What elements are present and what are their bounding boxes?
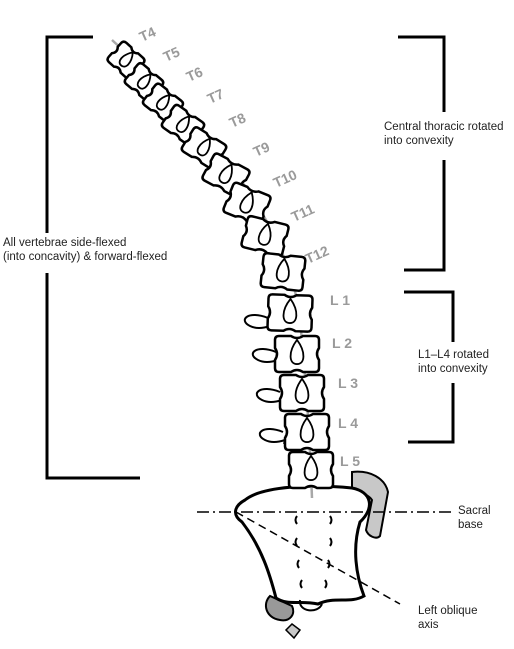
vertebra-label: L 2 <box>332 335 352 351</box>
all-vertebrae-annotation: All vertebrae side-flexed (into concavit… <box>3 237 168 263</box>
sacrum <box>234 470 390 640</box>
vertebra <box>283 412 331 452</box>
rotation-arrow-l4 <box>258 428 286 443</box>
vertebra-label: T11 <box>289 201 317 225</box>
vertebrae <box>106 40 335 490</box>
sacrum-body <box>234 484 371 606</box>
coccyx <box>298 599 323 612</box>
vertebra <box>240 214 290 258</box>
vertebra <box>259 252 307 292</box>
vertebra-label: L 1 <box>330 292 350 308</box>
spinous-process <box>175 115 190 133</box>
vertebra-label: T10 <box>271 166 300 191</box>
right-lower-bracket <box>404 290 455 444</box>
vertebra-label: T8 <box>227 109 249 130</box>
sacrum-wing-left <box>264 594 295 622</box>
spinous-process <box>196 137 211 157</box>
vertebra-label: L 3 <box>338 375 358 391</box>
vertebra-label: T9 <box>251 138 273 159</box>
lumbar-rotation-annotation: L1–L4 rotated into convexity <box>418 349 489 375</box>
rotation-arrows <box>243 314 286 443</box>
central-thoracic-annotation: Central thoracic rotated into convexity <box>384 121 504 147</box>
spinous-process <box>275 257 290 283</box>
spinous-process <box>299 416 315 443</box>
vertebra-label: T7 <box>205 85 227 106</box>
left-oblique-axis-annotation: Left oblique axis <box>418 605 478 631</box>
spinous-process <box>118 51 134 68</box>
left-oblique-axis-line <box>235 511 401 605</box>
vertebra <box>266 293 314 333</box>
vertebra <box>273 334 321 374</box>
spinous-process <box>282 297 298 324</box>
right-upper-bracket <box>398 35 446 272</box>
rotation-arrow-l3 <box>255 388 283 403</box>
spinous-process <box>218 163 233 184</box>
spinous-process <box>136 73 152 90</box>
spinous-process <box>239 190 254 214</box>
left-bracket <box>45 35 140 480</box>
vertebra-label: T4 <box>137 23 159 44</box>
vertebra-label: T6 <box>184 63 206 84</box>
vertebra-label: L 5 <box>340 453 360 469</box>
spinous-process <box>289 338 305 365</box>
spinous-process <box>303 454 319 481</box>
spinous-process <box>257 222 272 246</box>
vertebra-label: T12 <box>303 242 332 267</box>
spinous-process <box>155 93 171 111</box>
vertebra <box>278 373 326 413</box>
vertebra-label: T5 <box>161 43 183 64</box>
vertebra <box>287 450 335 490</box>
rotation-arrow-l1 <box>243 314 271 329</box>
sacral-base-annotation: Sacral base <box>458 505 491 531</box>
rotation-arrow-l2 <box>251 348 279 363</box>
spinous-process <box>294 377 310 404</box>
vertebra-label: L 4 <box>338 415 358 431</box>
sacrum-wing-left-lower <box>284 623 302 640</box>
